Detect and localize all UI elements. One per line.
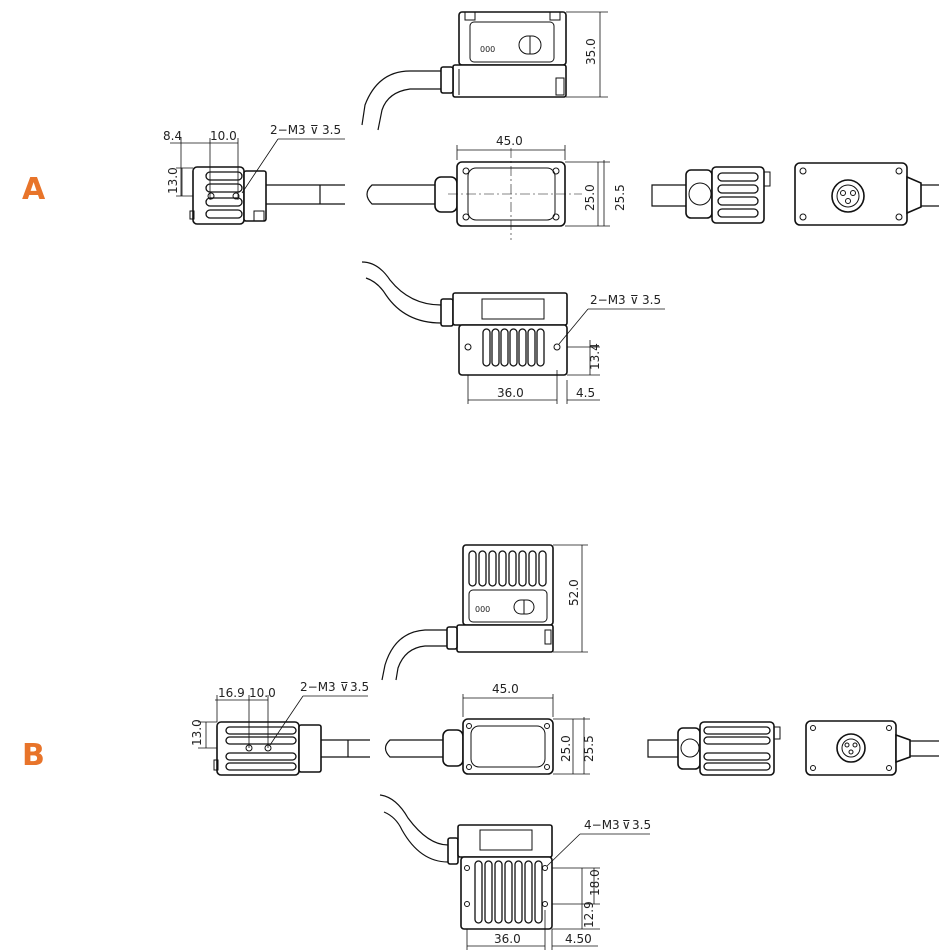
a-side-view: 8.4 10.0 13.0 2−M3 ⊽ 3.5 — [163, 123, 345, 225]
b-side-w1-label: 16.9 — [218, 686, 245, 700]
b-side-depth-symbol: ⊽ — [340, 680, 349, 694]
b-rear-side-view — [647, 721, 781, 776]
b-front-h1-label: 25.0 — [559, 735, 573, 762]
b-front-h2-label: 25.5 — [582, 735, 596, 762]
b-bottom-view: 36.0 4.50 18.0 12.9 4−M3 ⊽ 3.5 — [379, 794, 651, 950]
a-bottom-depth-symbol: ⊽ — [630, 293, 639, 307]
b-back-view — [805, 720, 939, 776]
a-front-h1-label: 25.0 — [583, 184, 597, 211]
a-bottom-h-label: 13.4 — [588, 343, 602, 370]
b-top-height-label: 52.0 — [567, 579, 581, 606]
b-front-view: 45.0 25.0 25.5 — [384, 682, 596, 775]
a-bottom-fins — [482, 328, 545, 367]
a-side-w1-label: 8.4 — [163, 129, 182, 143]
a-side-w2-label: 10.0 — [210, 129, 237, 143]
a-side-h-label: 13.0 — [166, 167, 180, 194]
a-top-height-label: 35.0 — [584, 38, 598, 65]
svg-text:000: 000 — [475, 605, 490, 614]
a-side-thread-label: 2−M3 — [270, 123, 306, 137]
b-side-view: 16.9 10.0 13.0 2−M3 ⊽ 3.5 — [190, 680, 370, 776]
b-bottom-h2-label: 12.9 — [582, 901, 596, 928]
b-bottom-h1-label: 18.0 — [588, 869, 602, 896]
a-front-width-label: 45.0 — [496, 134, 523, 148]
b-top-fins — [468, 550, 547, 587]
a-bottom-depth-label: 3.5 — [642, 293, 661, 307]
a-bottom-view: 36.0 4.5 13.4 2−M3 ⊽ 3.5 — [361, 261, 665, 404]
b-bottom-fins — [474, 860, 543, 924]
section-b-drawing: 000 52.0 — [190, 544, 939, 950]
a-back-view — [794, 162, 939, 226]
b-side-w2-label: 10.0 — [249, 686, 276, 700]
a-front-view: 45.0 25.0 25.5 — [366, 134, 627, 240]
a-front-h2-label: 25.5 — [613, 184, 627, 211]
b-bottom-depth-symbol: ⊽ — [622, 818, 631, 832]
b-bottom-depth-label: 3.5 — [632, 818, 651, 832]
svg-text:000: 000 — [480, 45, 495, 54]
section-label-a: A — [22, 172, 46, 207]
a-side-depth-symbol: ⊽ — [310, 123, 319, 137]
b-side-h-label: 13.0 — [190, 719, 204, 746]
b-side-depth-label: 3.5 — [350, 680, 369, 694]
b-side-thread-label: 2−M3 — [300, 680, 336, 694]
a-bottom-off-label: 4.5 — [576, 386, 595, 400]
a-bottom-thread-label: 2−M3 — [590, 293, 626, 307]
a-side-depth-label: 3.5 — [322, 123, 341, 137]
b-bottom-w-label: 36.0 — [494, 932, 521, 946]
a-rear-side-view — [651, 166, 771, 224]
section-label-b: B — [22, 738, 45, 773]
b-top-view: 000 52.0 — [381, 544, 588, 681]
section-a-drawing: 000 35.0 — [163, 11, 939, 404]
b-bottom-thread-label: 4−M3 — [584, 818, 620, 832]
a-bottom-w-label: 36.0 — [497, 386, 524, 400]
a-top-view: 000 35.0 — [361, 11, 608, 131]
b-bottom-off-label: 4.50 — [565, 932, 592, 946]
b-front-width-label: 45.0 — [492, 682, 519, 696]
